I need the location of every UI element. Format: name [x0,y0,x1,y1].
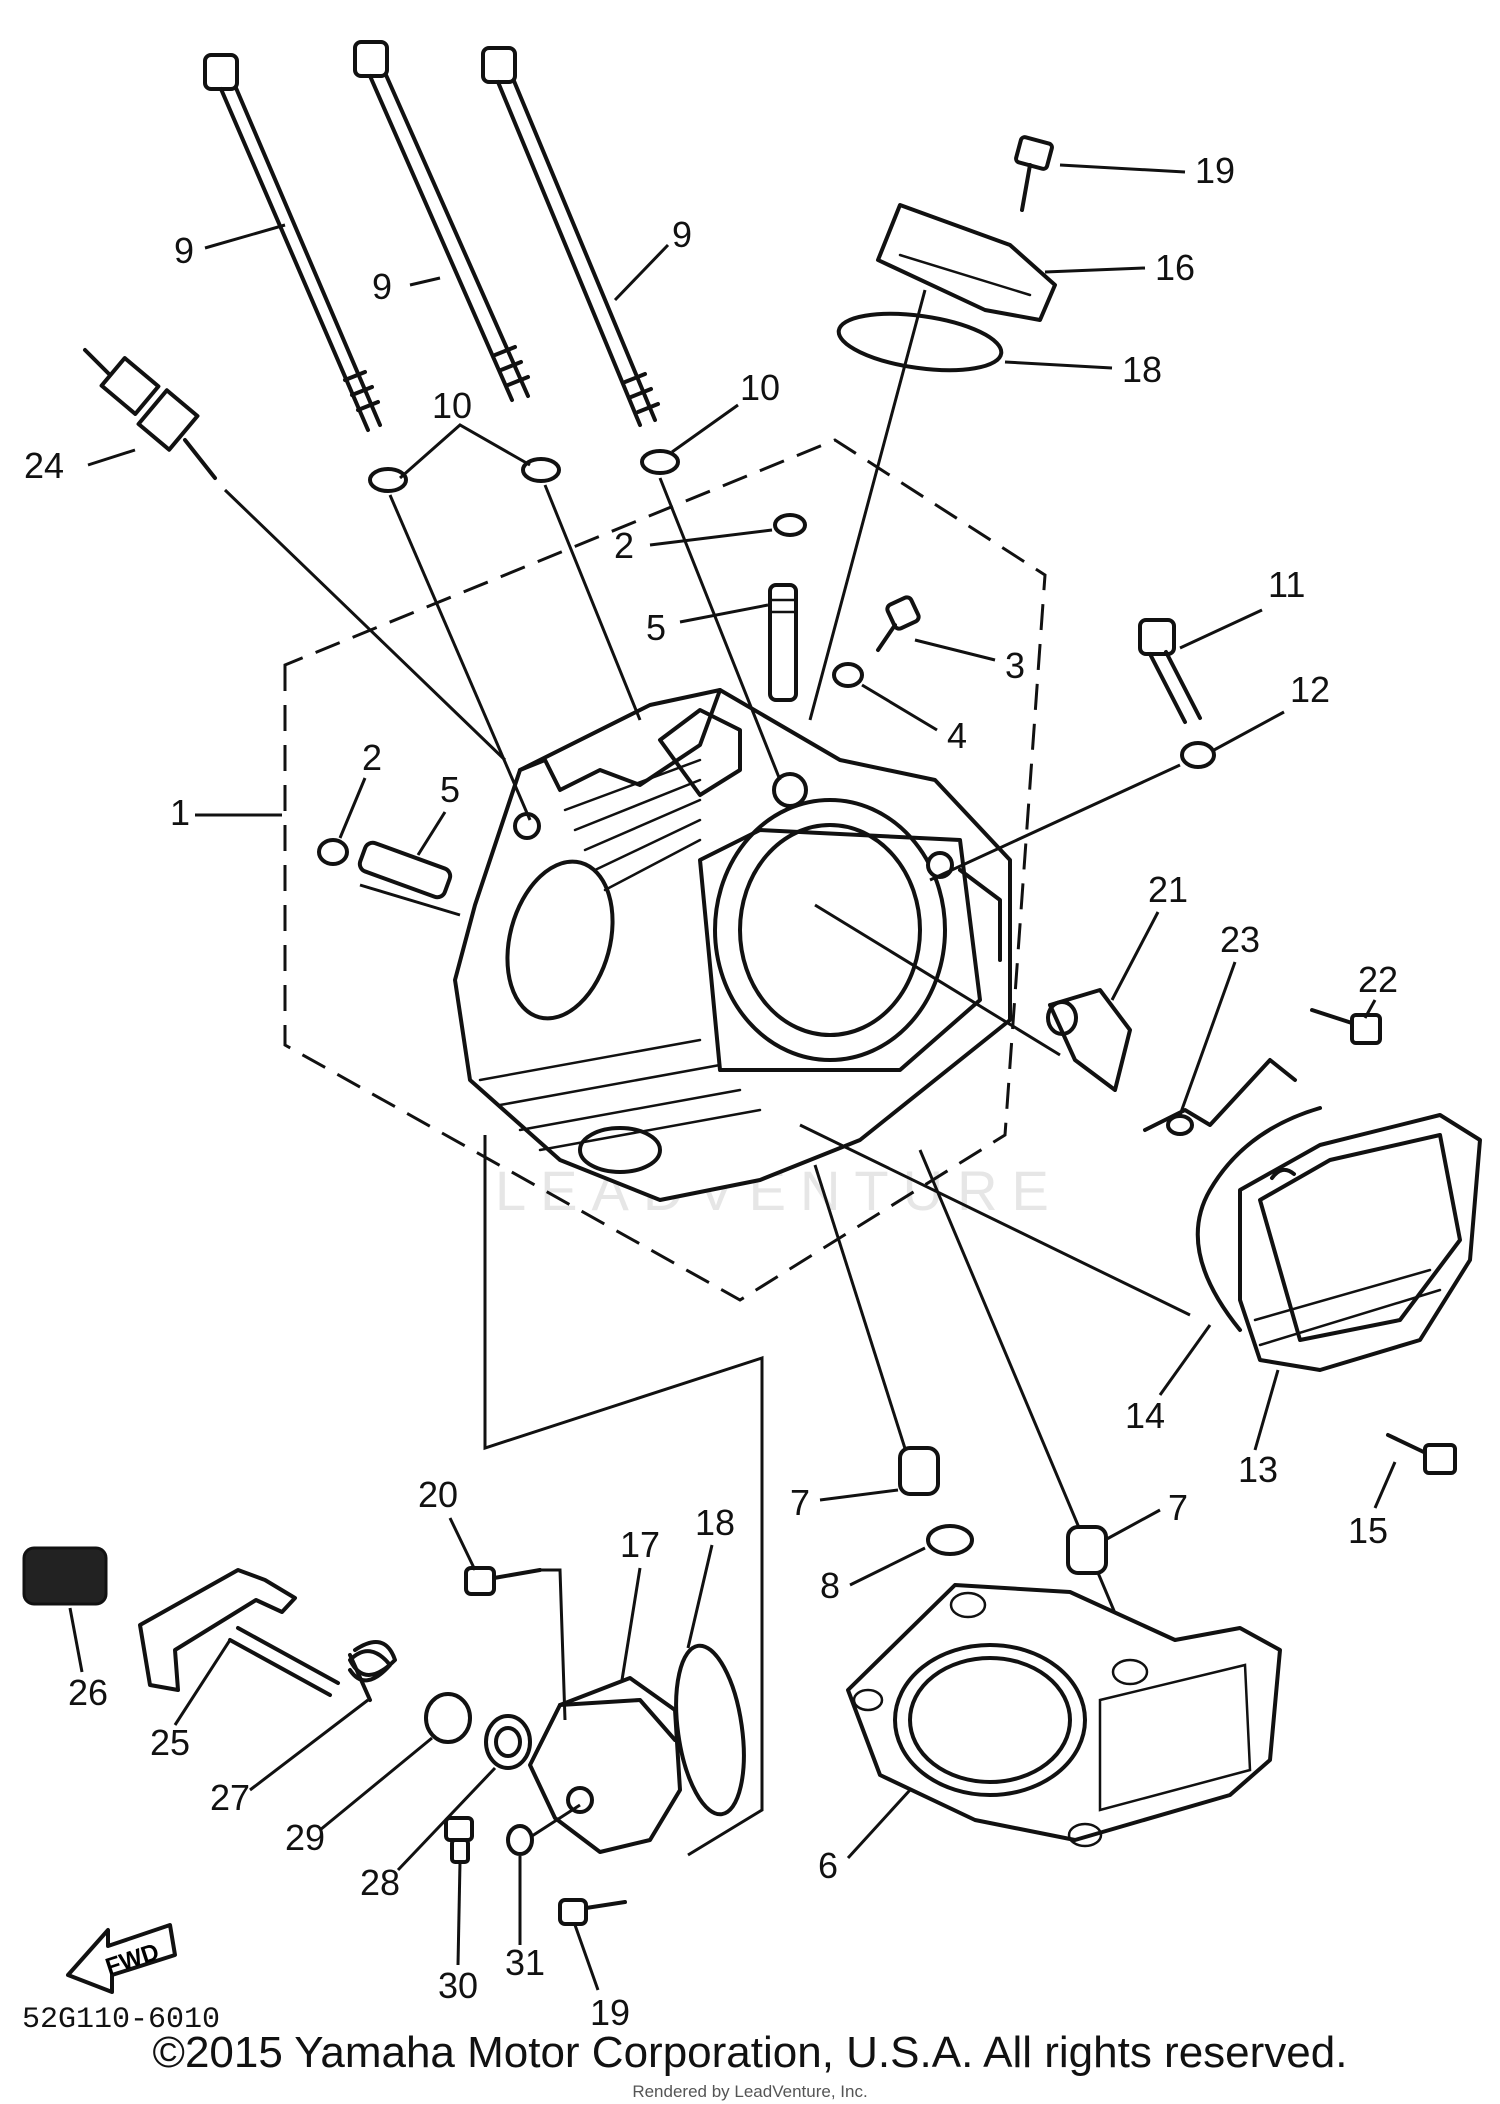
callout-9-middle: 9 [372,266,392,307]
callout-2-left: 2 [362,737,382,778]
callout-12: 12 [1290,669,1330,710]
washer-31 [506,1824,534,1856]
leader-line [359,883,461,917]
callout-23: 23 [1220,919,1260,960]
callout-2-top: 2 [614,525,634,566]
cylinder-head [453,688,1012,1202]
callout-8: 8 [820,1565,840,1606]
decompression-part-21 [1046,988,1132,1092]
callout-5-top: 5 [646,607,666,648]
washer-10-right [640,449,680,475]
leader-line [814,903,1061,1057]
cover-17 [528,1676,682,1854]
dowel-5-left [357,840,453,900]
dowel-7-left [898,1446,940,1496]
leader-line [813,1164,917,1481]
dowel-5-top [768,583,798,702]
washer-4 [832,662,864,688]
callout-10-left: 10 [432,385,472,426]
washer-29 [424,1692,472,1744]
cap-26 [22,1546,108,1606]
callout-19-lower: 19 [590,1992,630,2033]
spring-27 [348,1640,397,1702]
callout-22: 22 [1358,959,1398,1000]
callout-26: 26 [68,1672,108,1713]
callout-27: 27 [210,1777,250,1818]
callout-17: 17 [620,1524,660,1565]
oil-seal-28 [484,1714,532,1770]
fwd-arrow-icon: FWD [66,1923,177,1994]
leader-line [388,494,532,821]
head-bolt-right [481,46,660,427]
lower-assembly-outline [483,1135,764,1857]
callout-20: 20 [418,1474,458,1515]
callout-7-left: 7 [790,1482,810,1523]
callout-9-right: 9 [672,214,692,255]
callout-9-left: 9 [174,230,194,271]
callout-18-top: 18 [1122,349,1162,390]
callout-3: 3 [1005,645,1025,686]
washer-10-left [368,467,408,493]
bolt-22 [1310,1008,1382,1045]
head-bolt-middle [353,40,530,402]
callout-6: 6 [818,1845,838,1886]
bolt-19-top [1014,135,1054,212]
oring-14 [1195,1106,1322,1332]
callout-21: 21 [1148,869,1188,910]
callout-15: 15 [1348,1510,1388,1551]
tappet-cover-top [876,203,1057,322]
callout-1: 1 [170,792,190,833]
rendered-by-notice: Rendered by LeadVenture, Inc. [632,2082,868,2101]
leader-line [799,1123,1191,1317]
oring-18-lower [674,1643,746,1817]
bolt-11 [1138,618,1202,724]
oring-2-top [773,513,807,537]
shaft-25 [138,1568,340,1697]
callout-16: 16 [1155,247,1195,288]
screw-3 [876,595,921,652]
callout-11: 11 [1268,564,1305,605]
leader-line [531,1803,581,1838]
callout-13: 13 [1238,1449,1278,1490]
side-cover [1238,1113,1482,1372]
callout-30: 30 [438,1965,478,2006]
callout-14: 14 [1125,1395,1165,1436]
callout-10-right: 10 [740,367,780,408]
spark-plug [83,348,507,762]
washer-12 [1180,741,1216,769]
callout-4: 4 [947,715,967,756]
dowel-7-right [1066,1525,1108,1575]
leader-line [543,484,642,721]
leader-line [658,477,782,781]
callouts: 9 9 9 10 10 24 19 16 18 2 5 3 4 11 12 1 … [24,150,1398,2033]
callout-5-left: 5 [440,769,460,810]
callout-18-lower: 18 [695,1502,735,1543]
head-bolt-left [203,53,382,432]
oring-2-left [317,838,349,866]
callout-7-right: 7 [1168,1487,1188,1528]
plate-23 [1143,1058,1297,1136]
washer-10-middle [521,457,561,483]
bolt-15 [1386,1433,1457,1475]
bolt-19-lower [558,1898,627,1926]
plug-30 [444,1816,474,1864]
callout-31: 31 [505,1942,545,1983]
leader-line [540,1568,567,1721]
callout-29: 29 [285,1817,325,1858]
washer-8 [926,1524,974,1556]
callout-24: 24 [24,445,64,486]
copyright-notice: ©2015 Yamaha Motor Corporation, U.S.A. A… [152,2028,1348,2077]
bolt-20 [464,1566,542,1596]
leader-line [808,289,927,721]
callout-19-top: 19 [1195,150,1235,191]
callout-25: 25 [150,1722,190,1763]
callout-28: 28 [360,1862,400,1903]
leader-line [929,763,1181,882]
assembly-boundary-dashed [283,438,1047,1302]
oring-18-top [836,311,1004,373]
cylinder-head-gasket [846,1583,1282,1848]
reference-code: 52G110-6010 [22,2003,220,2037]
